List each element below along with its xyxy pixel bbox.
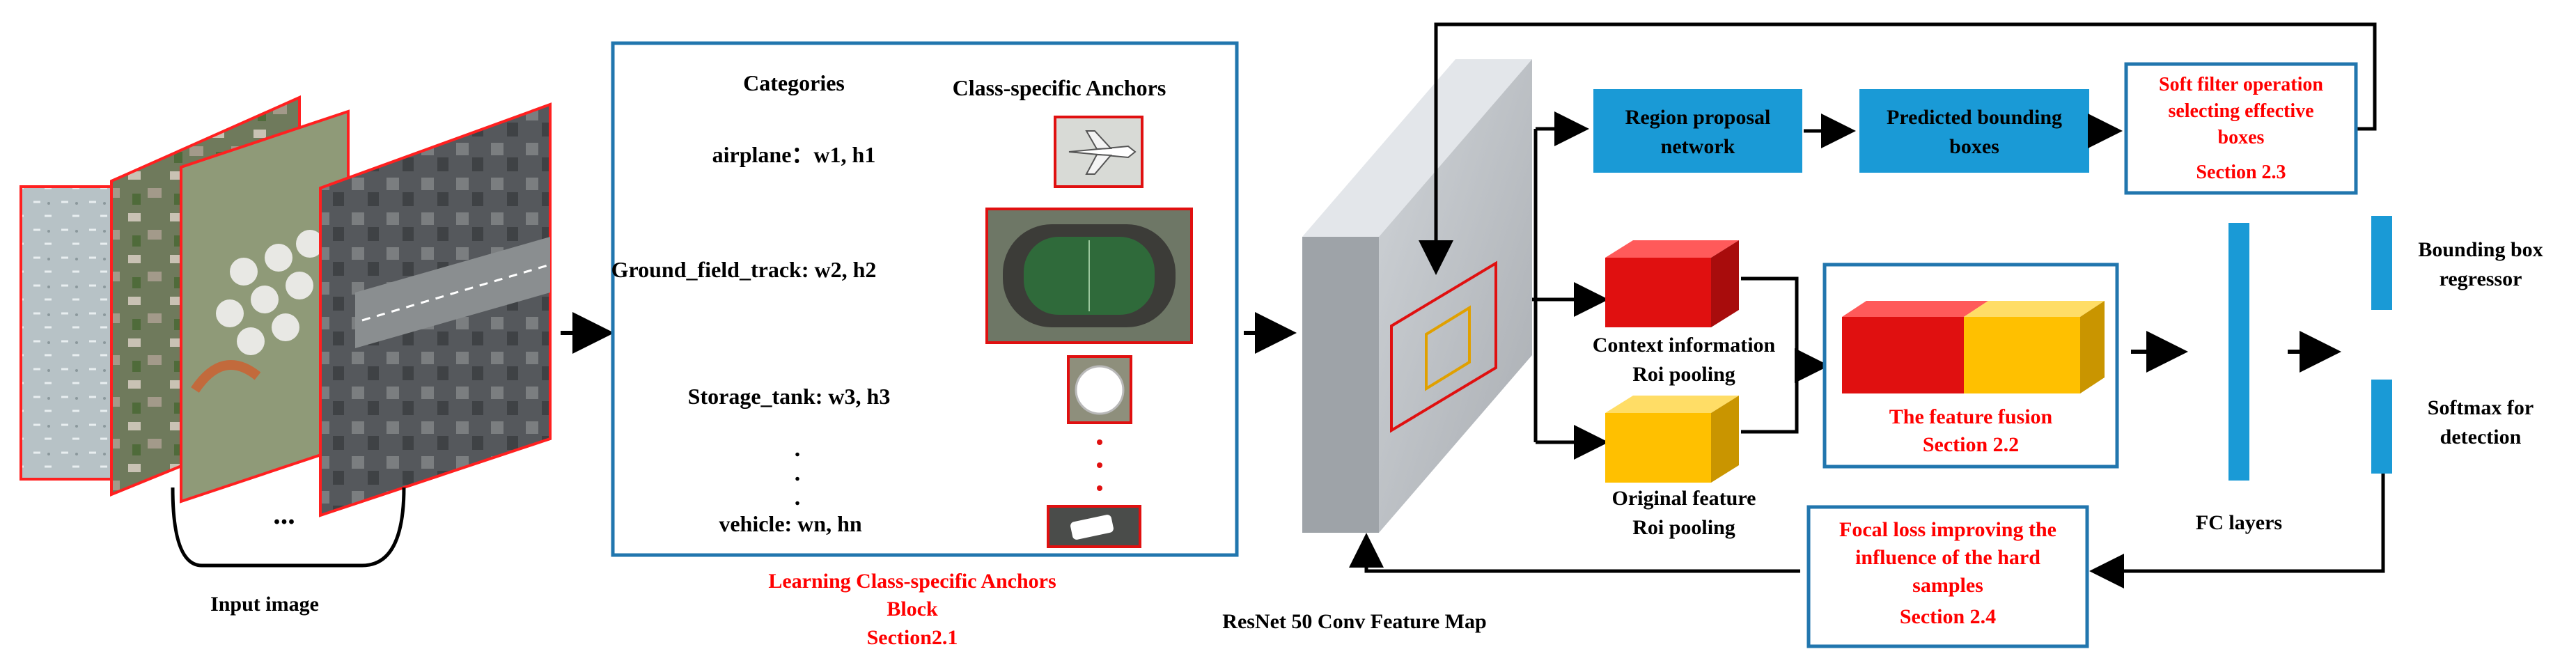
bbox-regressor-label-line1: Bounding box [2418, 238, 2543, 261]
focal-loss-line1: Focal loss improving the [1839, 518, 2056, 541]
original-roi-label-line2: Roi pooling [1632, 516, 1735, 539]
bounding-box-regressor-bar [2371, 216, 2392, 310]
anchors-caption-line1: Learning Class-specific Anchors [768, 570, 1056, 593]
fc-layers-label: FC layers [2196, 511, 2282, 534]
category-storage-tank-label: Storage_tank: w3, h3 [688, 384, 891, 409]
arrow-softmax-to-focal [2089, 474, 2385, 588]
categories-header: Categories [743, 70, 845, 95]
feature-map-roi-outer [1390, 260, 1497, 433]
softmax-label-line1: Softmax for [2428, 396, 2534, 419]
category-ground-field-track-label: Ground_field_track: w2, h2 [611, 257, 877, 282]
original-roi-cube [1605, 396, 1739, 483]
soft-filter-line3: boxes [2218, 127, 2265, 148]
input-image-stack: ... Input image [19, 95, 552, 616]
anchor-ground-field-track-thumbnail [985, 208, 1193, 344]
original-roi-label-line1: Original feature [1612, 487, 1756, 510]
input-image-roads [319, 102, 552, 517]
soft-filter-box: Soft filter operation selecting effectiv… [2124, 62, 2358, 195]
focal-loss-line3: samples [1912, 574, 1983, 597]
soft-filter-line2: selecting effective [2168, 100, 2313, 122]
featuremap-branch-connectors [1532, 111, 1609, 460]
category-vehicle-label: vehicle: wn, hn [719, 511, 862, 536]
fusion-label-line1: The feature fusion [1889, 405, 2053, 428]
soft-filter-line4: Section 2.3 [2196, 162, 2286, 183]
region-proposal-network-box: Region proposal network [1593, 89, 1802, 173]
anchor-vertical-dots [1097, 439, 1102, 491]
fusion-red-cube [1842, 301, 1988, 393]
input-image-tanks [180, 109, 350, 504]
softmax-detection-bar [2371, 380, 2392, 474]
context-roi-cube [1605, 240, 1739, 327]
predicted-bounding-boxes-box: Predicted bounding boxes [1859, 89, 2089, 173]
category-airplane-label: airplane：w1, h1 [712, 142, 876, 167]
focal-loss-line4: Section 2.4 [1900, 605, 1996, 628]
feature-map-roi-inner [1425, 305, 1471, 391]
focal-loss-box: Focal loss improving the influence of th… [1806, 505, 2089, 648]
input-image-caption: Input image [210, 593, 319, 616]
feature-map-caption: ResNet 50 Conv Feature Map [1222, 610, 1486, 633]
fusion-label-line2: Section 2.2 [1923, 433, 2019, 456]
arrow-focal-to-featuremap [1349, 533, 1800, 573]
feature-fusion-box: The feature fusion Section 2.2 [1822, 263, 2119, 469]
anchors-header: Class-specific Anchors [953, 75, 1166, 100]
bbox-regressor-label-line2: regressor [2440, 267, 2522, 290]
fusion-yellow-cube [1964, 301, 2105, 393]
focal-loss-line2: influence of the hard [1855, 546, 2040, 569]
feature-map-side [1302, 237, 1379, 533]
fc-layer-bar [2228, 223, 2249, 481]
rpn-label-line2: network [1661, 135, 1735, 158]
predicted-boxes-label-line1: Predicted bounding [1887, 106, 2062, 129]
anchors-caption-line3: Section2.1 [867, 626, 958, 649]
predicted-boxes-label-line2: boxes [1949, 135, 1999, 158]
svg-text:.: . [795, 436, 801, 462]
feature-map-top [1302, 59, 1532, 237]
input-ellipsis: ... [273, 499, 295, 531]
anchor-storage-tank-thumbnail [1067, 355, 1132, 424]
softmax-label-line2: detection [2440, 426, 2522, 448]
feature-map: ResNet 50 Conv Feature Map [1222, 59, 1532, 633]
anchors-block: Categories Class-specific Anchors airpla… [611, 41, 1239, 649]
svg-text:.: . [795, 460, 801, 486]
category-vertical-dots: . . . [795, 436, 801, 510]
input-brace [171, 487, 406, 568]
rpn-label-line1: Region proposal [1625, 106, 1771, 129]
anchor-airplane-thumbnail [1054, 116, 1143, 188]
roi-to-fusion-connectors [1741, 276, 1829, 434]
svg-text:.: . [795, 485, 801, 510]
soft-filter-line1: Soft filter operation [2159, 74, 2323, 95]
anchors-caption-line2: Block [887, 598, 938, 621]
context-roi-label-line2: Roi pooling [1632, 363, 1735, 386]
anchor-vehicle-thumbnail [1047, 505, 1141, 548]
context-roi-label-line1: Context information [1593, 334, 1776, 357]
